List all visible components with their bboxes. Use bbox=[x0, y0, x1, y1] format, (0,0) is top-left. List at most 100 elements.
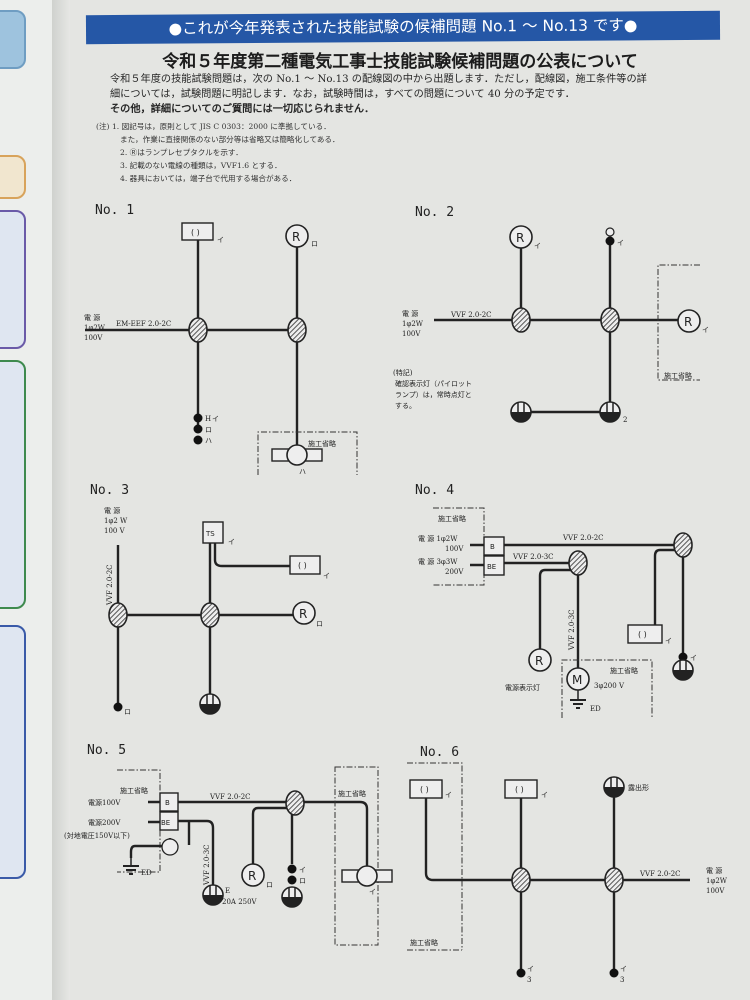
power-phase: 1φ2 W bbox=[104, 517, 128, 525]
ground-icon bbox=[122, 855, 140, 875]
special-note: する。 bbox=[395, 402, 416, 410]
switch-tag: ハ bbox=[205, 437, 212, 445]
lamp-symbol-label: ( ) bbox=[420, 785, 429, 794]
note-item: 4. 器具においては，端子台で代用する場合がある． bbox=[120, 174, 297, 183]
diagram-number: No. 2 bbox=[415, 205, 454, 220]
breaker-box bbox=[159, 792, 179, 812]
diagram-no2: No. 2 R イ イ R イ 電 源 1φ2W 100V VVF 2.0-2C… bbox=[393, 205, 709, 424]
symbol-tag: イ bbox=[323, 572, 330, 580]
wire bbox=[424, 797, 690, 970]
adjacent-page-edge bbox=[0, 0, 53, 1000]
wire bbox=[85, 240, 299, 445]
diagram-no4: No. 4 施工省略 電 源 1φ2W 100V 電 源 3φ3W 200V B… bbox=[415, 483, 697, 718]
symbol-tag: ロ bbox=[124, 708, 131, 716]
decorative-box bbox=[0, 625, 26, 879]
switch-icon bbox=[193, 424, 203, 434]
cable-label: VVF 2.0-2C bbox=[562, 534, 604, 542]
omitted-label: 施工省略 bbox=[338, 789, 366, 798]
junction-box-icon bbox=[600, 307, 620, 333]
decorative-box bbox=[0, 210, 26, 349]
omitted-area bbox=[561, 659, 653, 718]
omitted-area bbox=[334, 766, 379, 946]
outlet-icon bbox=[202, 884, 224, 906]
page-title: 令和５年度第二種電気工事士技能試験候補問題の公表について bbox=[162, 52, 638, 72]
note-item: 1. 図記号は，原則として JIS C 0303：2000 に準拠している． bbox=[111, 122, 331, 131]
outlet-icon bbox=[199, 693, 221, 715]
pilot-lamp-icon bbox=[605, 227, 615, 237]
symbol-tag: ロ bbox=[316, 620, 323, 628]
outlet-icon bbox=[672, 659, 694, 681]
omitted-label: 施工省略 bbox=[308, 439, 336, 448]
diagram-number: No. 3 bbox=[90, 483, 129, 498]
symbol-tag: イ bbox=[369, 888, 376, 896]
lamp-receptacle-label: R bbox=[535, 654, 543, 668]
switch-icon bbox=[287, 864, 297, 874]
cable-label: VVF 2.0-2C bbox=[209, 793, 251, 801]
omitted-area bbox=[657, 264, 700, 381]
switch-tag: イ bbox=[212, 415, 219, 423]
power-label: 電 源 bbox=[104, 506, 120, 515]
symbol-tag: イ bbox=[617, 239, 624, 247]
symbol-tag: イ bbox=[620, 965, 627, 973]
timer-switch-box bbox=[202, 521, 224, 544]
power-phase: 1φ2W bbox=[84, 324, 106, 332]
omitted-label: 施工省略 bbox=[664, 371, 692, 380]
symbol-tag: ハ bbox=[299, 468, 306, 476]
junction-box-icon bbox=[511, 307, 531, 333]
earth-leakage-breaker-label: BE bbox=[161, 819, 170, 827]
diagram-number: No. 4 bbox=[415, 483, 454, 498]
note-item: また，作業に直接関係のない部分等は省略又は簡略化してある． bbox=[120, 135, 340, 144]
junction-box-icon bbox=[200, 602, 220, 628]
symbol-tag: E bbox=[225, 887, 230, 895]
lamp-symbol-label: ( ) bbox=[638, 630, 647, 639]
ceiling-light-box bbox=[504, 779, 538, 799]
outlet-icon bbox=[599, 401, 621, 423]
note-item: 2. Ⓡはランプレセプタクルを示す． bbox=[120, 148, 243, 157]
lamp-receptacle-label: R bbox=[292, 230, 300, 244]
power-label: 電 源 3φ3W bbox=[418, 557, 458, 566]
special-note: 確認表示灯（パイロット bbox=[395, 379, 472, 388]
note-item: 3. 記載のない電線の種類は，VVF1.6 とする． bbox=[120, 161, 282, 170]
ground-icon bbox=[569, 689, 587, 709]
intro-line: 令和５年度の技能試験問題は，次の No.1 ～ No.13 の配線図の中から出題… bbox=[110, 74, 647, 85]
junction-box-icon bbox=[285, 790, 305, 816]
lamp-symbol-label: ( ) bbox=[515, 785, 524, 794]
symbol-tag: イ bbox=[702, 326, 709, 334]
cable-label: VVF 2.0-3C bbox=[568, 610, 576, 652]
diagram-no1: No. 1 ( ) イ R ロ 電 源 1φ2W 100V EM-EEF 2.0… bbox=[84, 203, 358, 476]
intro-paragraph: 令和５年度の技能試験問題は，次の No.1 ～ No.13 の配線図の中から出題… bbox=[110, 72, 730, 117]
power-label: 電源100V bbox=[88, 798, 121, 807]
omitted-label: 施工省略 bbox=[610, 666, 638, 675]
decorative-box bbox=[0, 360, 26, 609]
ground-label: ED bbox=[141, 869, 152, 877]
timer-switch-label: TS bbox=[205, 530, 215, 538]
diagram-no3: No. 3 電 源 1φ2 W 100 V VVF 2.0-2C TS イ ( … bbox=[90, 483, 330, 716]
power-label: 電 源 bbox=[706, 866, 722, 875]
power-label: 電 源 bbox=[84, 313, 100, 322]
power-voltage: 100V bbox=[402, 330, 421, 338]
power-phase: 1φ2W bbox=[402, 320, 424, 328]
omitted-label: 施工省略 bbox=[410, 938, 438, 947]
omitted-area bbox=[407, 762, 463, 951]
power-voltage: 100V bbox=[706, 887, 725, 895]
junction-box-icon bbox=[673, 532, 693, 558]
pilot-lamp-label: 電源表示灯 bbox=[505, 683, 540, 692]
switch-icon bbox=[113, 702, 123, 712]
ceiling-light-box bbox=[289, 555, 321, 575]
notes: (注) 1. 図記号は，原則として JIS C 0303：2000 に準拠してい… bbox=[96, 120, 340, 185]
power-voltage: 200V bbox=[445, 568, 464, 576]
lamp-symbol-label: ( ) bbox=[298, 561, 307, 570]
symbol-tag: ロ bbox=[299, 877, 306, 885]
symbol-tag: イ bbox=[445, 791, 452, 799]
lamp-receptacle-label: R bbox=[516, 231, 524, 245]
fluorescent-light-icon bbox=[341, 865, 393, 887]
cable-label: VVF 2.0-2C bbox=[639, 870, 681, 878]
power-label: 電源200V bbox=[88, 818, 121, 827]
breaker-label: B bbox=[490, 543, 495, 551]
fluorescent-light-icon bbox=[271, 444, 323, 466]
junction-box-icon bbox=[511, 867, 531, 893]
wire bbox=[470, 543, 685, 668]
cable-label: VVF 2.0-3C bbox=[203, 845, 211, 887]
three-way-switch-icon bbox=[609, 968, 619, 978]
